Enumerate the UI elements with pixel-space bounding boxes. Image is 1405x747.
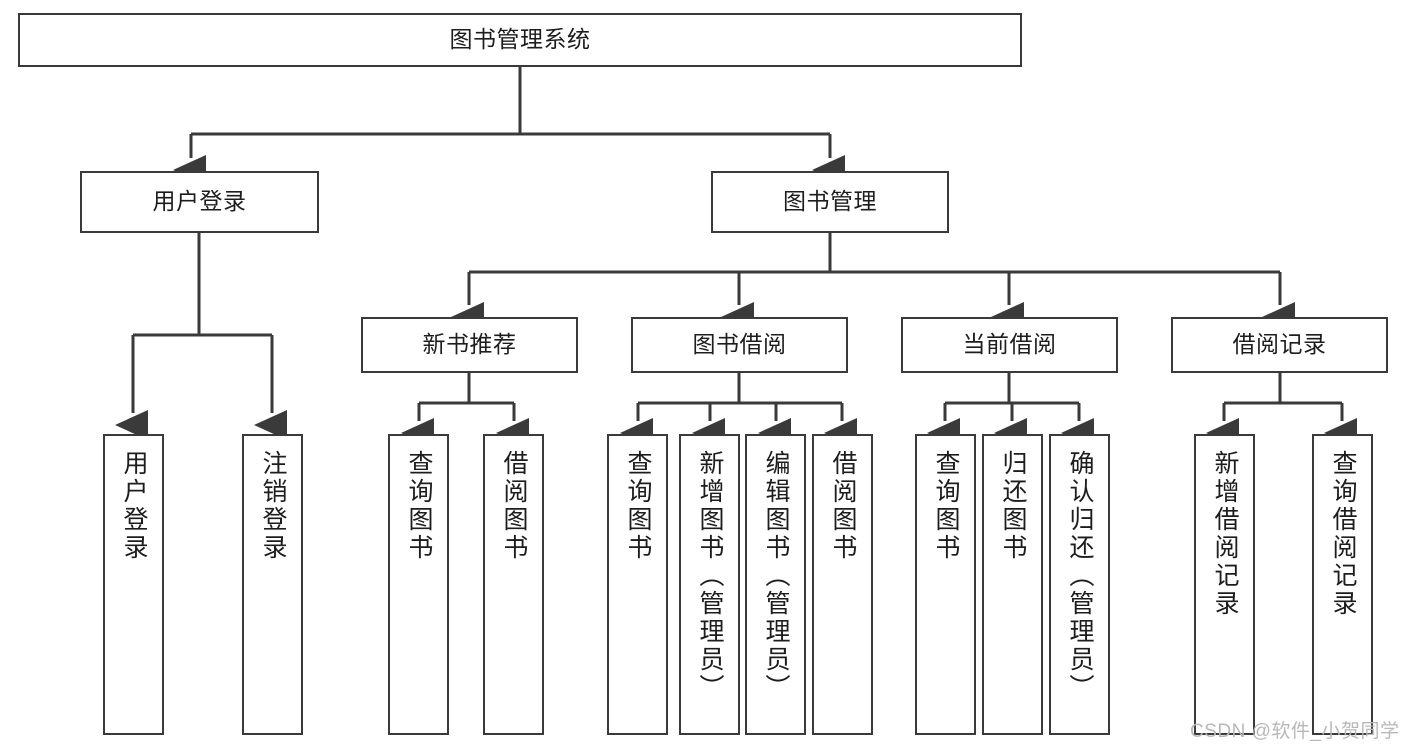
leaf-current-3[interactable]: 确认归还（管理员） xyxy=(1049,434,1110,735)
leaf-borrow-1[interactable]: 查询图书 xyxy=(607,434,668,735)
leaf-borrow-4[interactable]: 借阅图书 xyxy=(812,434,873,735)
node-book-borrow[interactable]: 图书借阅 xyxy=(631,317,848,373)
leaf-new-book-2[interactable]: 借阅图书 xyxy=(483,434,544,735)
leaf-record-1[interactable]: 新增借阅记录 xyxy=(1194,434,1255,735)
node-new-book-recommend[interactable]: 新书推荐 xyxy=(361,317,578,373)
leaf-borrow-4-label: 借阅图书 xyxy=(829,450,857,562)
leaf-current-3-label: 确认归还（管理员） xyxy=(1066,450,1094,702)
node-current-borrow-label: 当前借阅 xyxy=(962,331,1057,358)
leaf-new-book-1-label: 查询图书 xyxy=(405,450,433,562)
leaf-current-1[interactable]: 查询图书 xyxy=(915,434,976,735)
leaf-record-1-label: 新增借阅记录 xyxy=(1211,450,1239,618)
leaf-new-book-2-label: 借阅图书 xyxy=(500,450,528,562)
leaf-borrow-2-label: 新增图书（管理员） xyxy=(696,450,724,702)
leaf-new-book-1[interactable]: 查询图书 xyxy=(388,434,449,735)
node-new-book-recommend-label: 新书推荐 xyxy=(422,331,517,358)
leaf-user-login-2-label: 注销登录 xyxy=(259,450,287,562)
node-book-borrow-label: 图书借阅 xyxy=(692,331,787,358)
leaf-user-login-2[interactable]: 注销登录 xyxy=(242,434,303,735)
leaf-borrow-1-label: 查询图书 xyxy=(624,450,652,562)
leaf-record-2[interactable]: 查询借阅记录 xyxy=(1312,434,1373,735)
leaf-borrow-3-label: 编辑图书（管理员） xyxy=(762,450,790,702)
leaf-user-login-1[interactable]: 用户登录 xyxy=(103,434,164,735)
node-user-login[interactable]: 用户登录 xyxy=(80,171,319,233)
leaf-current-2-label: 归还图书 xyxy=(999,450,1027,562)
node-borrow-record[interactable]: 借阅记录 xyxy=(1171,317,1388,373)
node-book-management-label: 图书管理 xyxy=(783,188,877,215)
node-book-management[interactable]: 图书管理 xyxy=(711,171,949,233)
node-root[interactable]: 图书管理系统 xyxy=(18,13,1022,67)
node-current-borrow[interactable]: 当前借阅 xyxy=(901,317,1118,373)
leaf-current-2[interactable]: 归还图书 xyxy=(982,434,1043,735)
leaf-current-1-label: 查询图书 xyxy=(932,450,960,562)
node-root-label: 图书管理系统 xyxy=(449,26,591,53)
leaf-borrow-2[interactable]: 新增图书（管理员） xyxy=(679,434,740,735)
leaf-borrow-3[interactable]: 编辑图书（管理员） xyxy=(745,434,806,735)
node-user-login-label: 用户登录 xyxy=(152,188,247,215)
leaf-user-login-1-label: 用户登录 xyxy=(120,450,148,562)
node-borrow-record-label: 借阅记录 xyxy=(1232,331,1327,358)
leaf-record-2-label: 查询借阅记录 xyxy=(1329,450,1357,618)
